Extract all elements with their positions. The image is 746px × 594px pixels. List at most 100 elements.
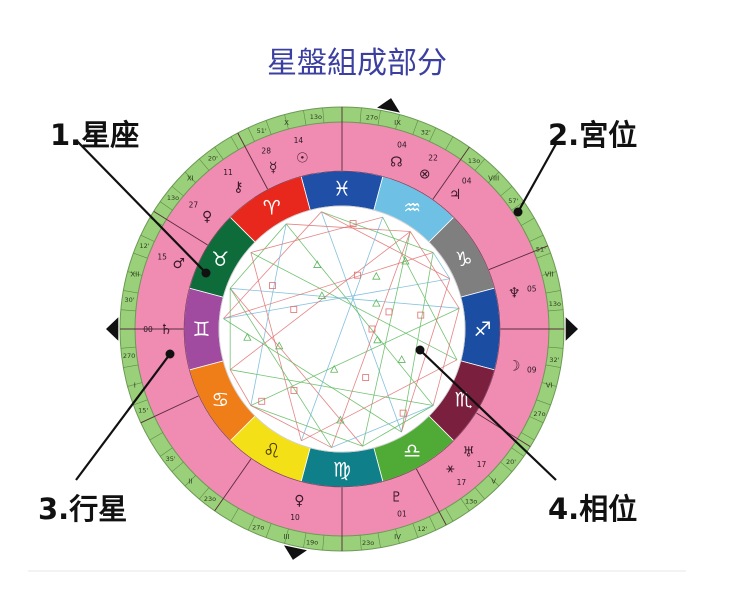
degree-tick (511, 447, 525, 457)
degree-tick (120, 309, 136, 312)
planet-degree: 17 (457, 478, 467, 487)
planet-degree: 14 (294, 136, 304, 145)
aspect-line (250, 307, 460, 406)
planet-glyph: ☿ (269, 160, 278, 176)
degree-tick (429, 516, 437, 531)
degree-tick (474, 487, 485, 500)
aspect-marker (372, 271, 381, 280)
degree-label: 20' (506, 458, 516, 466)
house-cusp (415, 468, 447, 526)
degree-label: 27o (533, 410, 545, 418)
degree-tick (127, 382, 143, 387)
mc-arrow (377, 98, 400, 113)
degree-tick (120, 346, 136, 349)
sign-glyph: ♌ (263, 439, 281, 463)
degree-label: 35' (166, 455, 176, 463)
aspect-line (223, 318, 402, 433)
degree-tick (184, 171, 196, 183)
degree-tick (521, 217, 535, 226)
aspect-marker (313, 260, 322, 268)
house-numeral: I (134, 382, 136, 390)
aspect-line (300, 217, 384, 441)
planet-glyph: ⚹ (446, 461, 455, 477)
planet-glyph: ♄ (160, 322, 173, 338)
aspect-line (285, 223, 434, 406)
planet-degree: 15 (157, 252, 167, 261)
leader-line (419, 349, 557, 481)
sign-glyph: ♋ (211, 387, 229, 411)
leader-dot (165, 349, 175, 359)
planet-degree: 09 (527, 365, 537, 374)
degree-label: 12' (417, 525, 427, 533)
aspect-marker (397, 355, 406, 363)
degree-tick (133, 399, 148, 406)
degree-tick (377, 110, 381, 126)
leader-dot (415, 345, 425, 355)
leader-dot (201, 268, 211, 278)
aspect-line (321, 211, 451, 280)
degree-tick (500, 186, 513, 197)
planet-glyph: ♆ (508, 285, 521, 301)
aspect-line (432, 252, 451, 279)
planet-degree: 04 (462, 176, 472, 185)
aspect-line (229, 369, 252, 406)
degree-tick (159, 447, 173, 457)
house-cusp (153, 210, 209, 246)
sign-glyph: ♒ (403, 195, 421, 219)
aspect-line (409, 231, 460, 309)
degree-tick (541, 382, 557, 387)
house-numeral: VII (545, 270, 554, 278)
planet-glyph: ♀ (202, 209, 212, 225)
degree-tick (322, 535, 325, 551)
callout-houses: 2.宮位 (548, 118, 638, 152)
house-numeral: XI (187, 174, 194, 182)
degree-tick (529, 234, 544, 242)
aspect-marker (401, 256, 410, 265)
aspect-marker (290, 387, 298, 394)
aspect-marker (258, 397, 266, 405)
house-numeral: VI (546, 382, 553, 390)
planet-glyph: ☊ (390, 155, 402, 171)
degree-label: 51' (257, 127, 267, 135)
degree-label: 23o (204, 495, 216, 503)
aspect-marker (269, 282, 276, 289)
degree-label: 20' (208, 155, 218, 163)
planet-glyph: ♃ (449, 187, 462, 203)
degree-tick (303, 110, 307, 126)
planet-degree: 27 (189, 200, 199, 209)
degree-tick (214, 146, 224, 160)
degree-label: 32' (549, 356, 559, 364)
aspect-line (250, 223, 287, 406)
aspect-line (250, 252, 302, 441)
sign-glyph: ♉ (211, 247, 229, 271)
house-numeral: III (283, 533, 289, 541)
degree-label: 51' (536, 246, 546, 254)
degree-tick (412, 120, 419, 135)
aspect-line (432, 308, 460, 406)
planet-degree: 17 (477, 460, 487, 469)
house-cusp (140, 395, 199, 424)
sign-ring-border (183, 170, 501, 488)
sign-glyph: ♓ (333, 177, 351, 201)
planet-degree: 11 (223, 168, 233, 177)
house-numeral: IV (394, 533, 401, 541)
planet-glyph: ♀ (294, 493, 304, 509)
degree-label: 12' (140, 242, 150, 250)
degree-label: 13o (468, 157, 480, 165)
leader-line (517, 143, 557, 213)
callout-leaders (75, 139, 557, 481)
house-cusp (488, 245, 549, 271)
degree-tick (474, 158, 485, 171)
aspect-line (250, 216, 383, 253)
degree-tick (460, 498, 470, 512)
degree-tick (359, 107, 362, 123)
degree-label: 270 (123, 352, 135, 360)
planet-glyph: ☽ (508, 359, 521, 375)
degree-label: 15' (138, 406, 148, 414)
planet-degree: 05 (527, 285, 537, 294)
ic-arrow (284, 545, 307, 560)
planet-glyph: ⊗ (419, 167, 431, 183)
aspect-line (362, 231, 411, 447)
degree-tick (171, 461, 184, 472)
